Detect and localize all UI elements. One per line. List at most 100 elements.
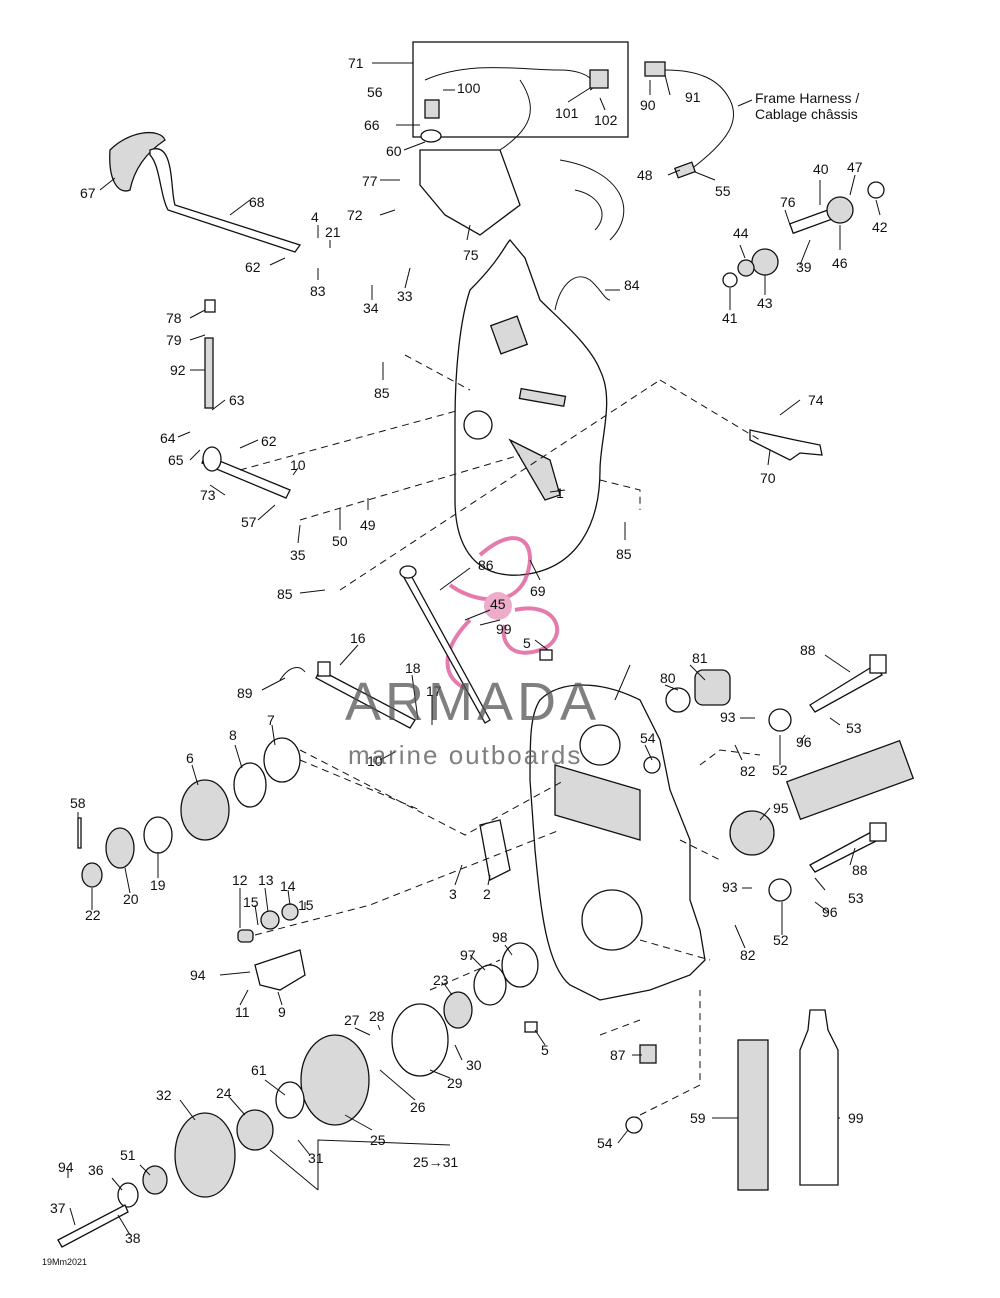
drive-chain-sketch (559, 159, 625, 241)
callout-label: 47 (847, 159, 863, 175)
callout-label: 64 (160, 430, 176, 446)
callout-label: 75 (463, 247, 479, 263)
callout-label: 18 (405, 660, 421, 676)
callout-label: 1 (556, 485, 564, 501)
callout-label: 73 (200, 487, 216, 503)
shaft-73-head (202, 446, 222, 472)
callout-label: 44 (733, 225, 749, 241)
rod-86-eye (399, 565, 417, 579)
sensor-wire (424, 67, 595, 91)
callout-label: 60 (386, 143, 402, 159)
callout-label: 52 (772, 762, 788, 778)
sensor-56 (424, 99, 440, 119)
callout-label: 95 (773, 800, 789, 816)
callout-label: 54 (597, 1135, 613, 1151)
bolt-37 (57, 1204, 129, 1248)
sensor-wire-2 (499, 79, 531, 151)
callout-label: 33 (397, 288, 413, 304)
callout-label: 99 (496, 621, 512, 637)
callout-label: 96 (822, 904, 838, 920)
callout-label: 82 (740, 763, 756, 779)
bearing-98 (501, 942, 539, 988)
rod-92 (204, 337, 214, 409)
washer-36 (117, 1182, 139, 1208)
callout-label: 86 (478, 557, 494, 573)
bolt-88-upper (809, 664, 883, 713)
callout-label: 14 (280, 878, 296, 894)
bolt-88-lower-head (869, 822, 887, 842)
callout-label: 81 (692, 650, 708, 666)
callout-label: 59 (690, 1110, 706, 1126)
nut-52-lower (768, 878, 792, 902)
seal-80 (665, 687, 691, 713)
callout-label: 19 (150, 877, 166, 893)
callout-label: 25 (370, 1132, 386, 1148)
callout-label: 43 (757, 295, 773, 311)
callout-label: 83 (310, 283, 326, 299)
callout-label: 96 (796, 734, 812, 750)
callout-label: 27 (344, 1012, 360, 1028)
figure-code: 19Mm2021 (42, 1257, 87, 1267)
pin-89 (279, 667, 306, 681)
callout-label: 62 (261, 433, 277, 449)
callout-label: 70 (760, 470, 776, 486)
callout-label: 42 (872, 219, 888, 235)
callout-label: 5 (541, 1042, 549, 1058)
callout-label: 34 (363, 300, 379, 316)
callout-label: 41 (722, 310, 738, 326)
o-ring-60 (420, 129, 442, 143)
ring-97 (473, 964, 507, 1006)
roller-12 (237, 929, 254, 943)
callout-label: 78 (166, 310, 182, 326)
washer-61 (275, 1081, 305, 1119)
washer-13 (260, 910, 280, 930)
callout-label: 77 (362, 173, 378, 189)
cover-hole (463, 410, 493, 440)
nut-52-upper (768, 708, 792, 732)
callout-label: 72 (347, 207, 363, 223)
connector-101 (589, 69, 609, 89)
callout-label: 102 (594, 112, 618, 128)
callout-label: 100 (457, 80, 481, 96)
callout-label: 91 (685, 89, 701, 105)
cover-boss (508, 438, 561, 501)
connector-90 (644, 61, 666, 77)
callout-label: 82 (740, 947, 756, 963)
nut-54-lower (625, 1116, 643, 1134)
oil-bottle-99 (799, 1009, 839, 1186)
housing-upper-bore (579, 724, 621, 766)
chaincase-housing-1 (529, 684, 706, 1001)
callout-label: 38 (125, 1230, 141, 1246)
dowel-5-lower (524, 1021, 538, 1033)
callout-label: 53 (848, 890, 864, 906)
spring-14 (281, 903, 299, 921)
callout-leaders (67, 62, 881, 1236)
lever-70 (749, 429, 823, 461)
callout-label: 28 (369, 1008, 385, 1024)
chain-59 (737, 1039, 769, 1191)
watermark-tagline: marine outboards (348, 740, 582, 770)
callout-label: 10 (367, 753, 383, 769)
callout-label: 11 (235, 1004, 250, 1020)
callout-label: 56 (367, 84, 383, 100)
nut-22 (81, 862, 103, 888)
callout-label: 94 (190, 967, 206, 983)
callout-label: 39 (796, 259, 812, 275)
callout-label: 23 (433, 972, 449, 988)
callout-label: 24 (216, 1085, 232, 1101)
callout-label: 93 (722, 879, 738, 895)
callout-label: 16 (350, 630, 366, 646)
callout-label: 97 (460, 947, 476, 963)
bracket-75 (419, 149, 521, 236)
callout-label: 5 (523, 635, 531, 651)
frame-harness-label: Frame Harness / (755, 90, 859, 106)
gear-43 (751, 248, 779, 276)
cover-decal (489, 315, 529, 355)
dowel-5-upper (539, 649, 553, 661)
callout-label: 84 (624, 277, 640, 293)
housing-lower-bore (581, 889, 643, 951)
callout-label: 85 (277, 586, 293, 602)
callout-label: 88 (852, 862, 868, 878)
washer-7 (263, 737, 301, 783)
